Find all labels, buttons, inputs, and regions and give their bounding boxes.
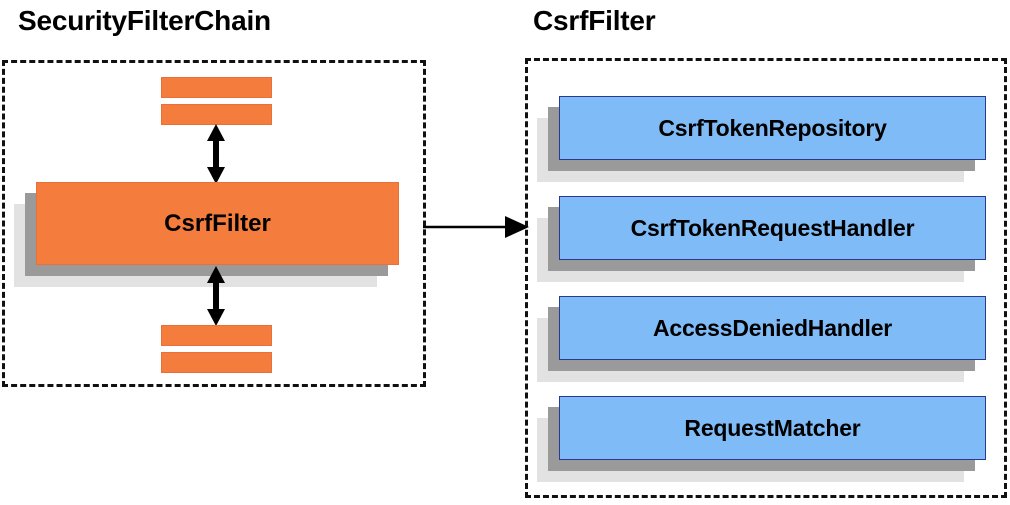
collaborator-block-2: CsrfTokenRequestHandler xyxy=(537,196,997,282)
csrf-filter-box: CsrfFilter xyxy=(36,182,399,265)
csrf-token-repository-box: CsrfTokenRepository xyxy=(559,96,986,160)
collaborator-block-4: RequestMatcher xyxy=(537,396,997,482)
collaborator-block-1: CsrfTokenRepository xyxy=(537,96,997,182)
arrow-up-down-bottom xyxy=(205,266,227,326)
collaborator-label: CsrfTokenRepository xyxy=(658,114,887,141)
filter-slot-3 xyxy=(161,325,272,346)
csrf-token-request-handler-box: CsrfTokenRequestHandler xyxy=(559,196,986,260)
security-filter-chain-panel xyxy=(2,60,426,387)
filter-slot-1 xyxy=(161,77,272,98)
access-denied-handler-box: AccessDeniedHandler xyxy=(559,296,986,360)
collaborator-label: AccessDeniedHandler xyxy=(652,314,893,341)
csrf-filter-block: CsrfFilter xyxy=(14,182,414,292)
page-title-security-filter-chain: SecurityFilterChain xyxy=(18,5,271,36)
filter-slot-4 xyxy=(161,352,272,373)
csrf-filter-box-label: CsrfFilter xyxy=(164,209,271,237)
csrf-filter-detail-arrow xyxy=(421,213,531,241)
csrf-filter-panel xyxy=(525,58,1007,498)
page-title-csrf-filter: CsrfFilter xyxy=(533,5,656,36)
arrow-up-down-top xyxy=(205,124,227,184)
collaborator-block-3: AccessDeniedHandler xyxy=(537,296,997,382)
request-matcher-box: RequestMatcher xyxy=(559,396,986,460)
filter-slot-2 xyxy=(161,104,272,125)
collaborator-label: CsrfTokenRequestHandler xyxy=(630,214,915,241)
collaborator-label: RequestMatcher xyxy=(684,414,861,441)
